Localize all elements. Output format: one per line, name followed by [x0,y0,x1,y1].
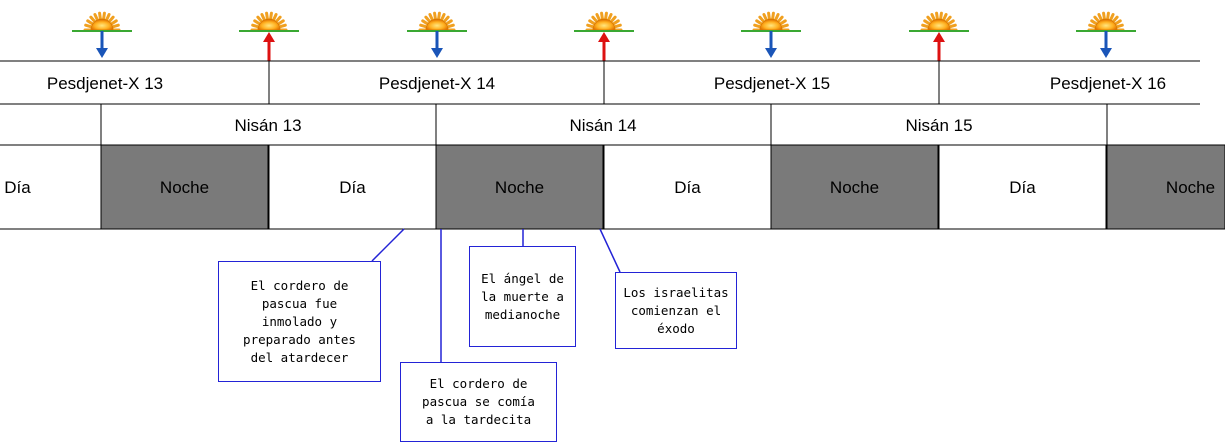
hebrew-day-label: Nisán 14 [569,116,636,135]
night-cell [435,144,604,230]
sunrise-icon [1076,11,1136,58]
day-cell [938,144,1107,230]
day-cell [268,144,437,230]
egyptian-day-label: Pesdjenet-X 14 [379,74,495,93]
note-lamb-sacrificed: El cordero de pascua fue inmolado y prep… [218,261,381,382]
arrow-up-icon [263,32,275,61]
sunset-icon [574,11,634,61]
sunrise-icon [741,11,801,58]
egyptian-day-label: Pesdjenet-X 16 [1050,74,1166,93]
note-connector [371,228,405,262]
sunset-icon [909,11,969,61]
arrow-down-icon [1100,31,1112,58]
night-label: Noche [495,178,544,197]
sunset-icon [239,11,299,61]
night-label: Noche [160,178,209,197]
sunrise-icon [72,11,132,58]
arrow-up-icon [933,32,945,61]
egyptian-day-label: Pesdjenet-X 13 [47,74,163,93]
day-label: Día [1009,178,1036,197]
night-label: Noche [1166,178,1215,197]
day-night-periods: Día Noche Día Noche Día Noche Día Noche [0,144,1225,230]
day-label: Día [339,178,366,197]
night-cell [100,144,269,230]
day-label: Día [4,178,31,197]
hebrew-day-label: Nisán 13 [234,116,301,135]
day-cell [603,144,772,230]
night-cell [1106,144,1225,230]
arrow-down-icon [431,31,443,58]
arrow-down-icon [765,31,777,58]
day-cell [0,144,102,230]
night-label: Noche [830,178,879,197]
egyptian-day-label: Pesdjenet-X 15 [714,74,830,93]
day-label: Día [674,178,701,197]
arrow-up-icon [598,32,610,61]
note-exodus-begins: Los israelitas comienzan el éxodo [615,272,737,349]
note-angel-of-death: El ángel de la muerte a medianoche [469,246,576,347]
note-lamb-eaten: El cordero de pascua se comía a la tarde… [400,362,557,442]
arrow-down-icon [96,31,108,58]
sunrise-icon [407,11,467,58]
hebrew-day-label: Nisán 15 [905,116,972,135]
note-connector [599,228,621,273]
sun-markers [72,11,1136,61]
night-cell [770,144,939,230]
